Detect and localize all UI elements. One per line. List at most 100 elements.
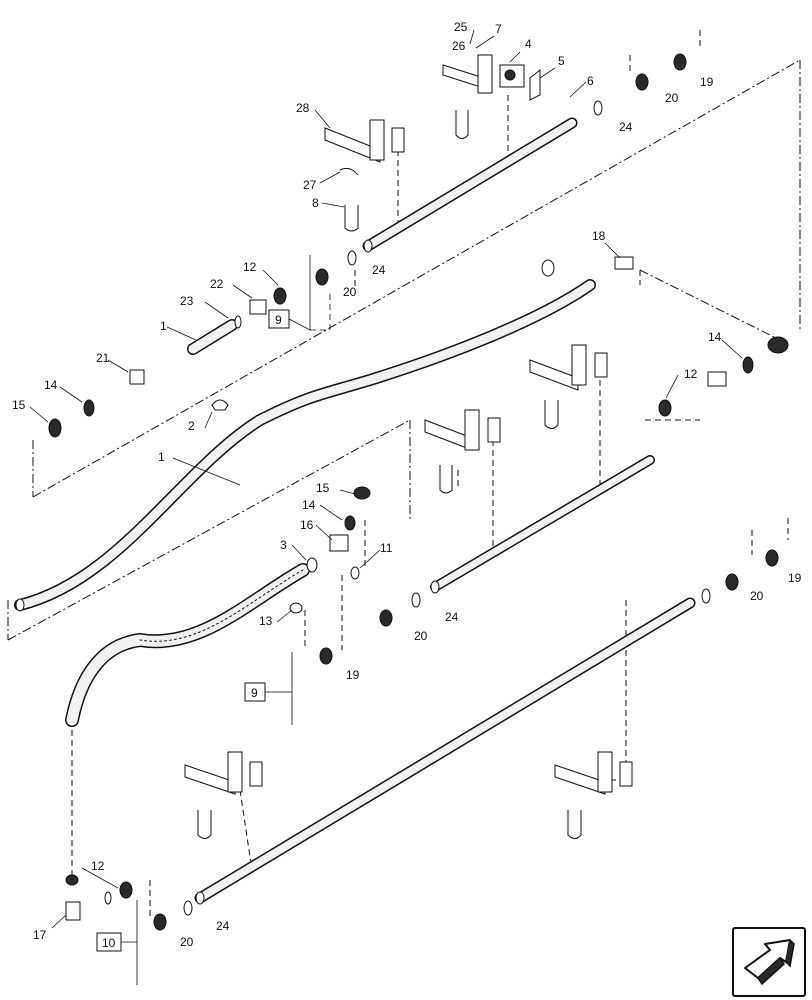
callout-23: 23	[180, 294, 194, 308]
callout-4: 4	[525, 37, 532, 51]
bracket-assembly-mid	[529, 344, 608, 429]
callout-2: 2	[188, 419, 195, 433]
nut-12-lower	[119, 881, 133, 899]
callout-12-upper: 12	[243, 260, 257, 274]
callout-1-short: 1	[160, 319, 167, 333]
callout-14-left: 14	[44, 378, 58, 392]
direction-arrow-icon	[732, 927, 806, 997]
callout-19-top: 19	[700, 75, 714, 89]
washer-24-upper	[347, 250, 357, 266]
callout-20-mid: 20	[414, 629, 428, 643]
washer-24-lower	[183, 900, 193, 916]
fitting-22	[249, 299, 267, 315]
callout-6: 6	[587, 74, 594, 88]
callout-1-long: 1	[158, 450, 165, 464]
callout-12-lower: 12	[91, 859, 105, 873]
clamp-14-mid	[344, 515, 356, 531]
callout-24-upper: 24	[372, 263, 386, 277]
nut-20-upper	[315, 268, 329, 286]
callout-5: 5	[558, 54, 565, 68]
callout-19-right: 19	[788, 571, 802, 585]
callout-14-right: 14	[708, 330, 722, 344]
callout-20-lower: 20	[180, 935, 194, 949]
nut-19-mid	[319, 647, 333, 665]
ref-box-9-upper-label: 9	[275, 313, 282, 327]
callout-24-mid: 24	[445, 610, 459, 624]
clamp-18-ring	[541, 259, 555, 277]
ring-11	[350, 566, 360, 580]
elbow-17	[65, 901, 81, 921]
callout-18: 18	[592, 229, 606, 243]
ref-box-9-lower: 9	[244, 652, 293, 725]
tube-lower-long	[194, 597, 696, 905]
callout-8: 8	[312, 196, 319, 210]
bracket-assembly-lower-right	[554, 751, 633, 839]
callout-25: 25	[454, 20, 468, 34]
callout-21: 21	[96, 351, 110, 365]
ref-box-10-label: 10	[102, 936, 116, 950]
callout-28: 28	[296, 101, 310, 115]
tube-middle-right	[430, 455, 655, 594]
callout-7: 7	[495, 22, 502, 36]
center-lines	[7, 59, 801, 641]
callout-20-upper: 20	[343, 285, 357, 299]
callout-13: 13	[259, 614, 273, 628]
callout-15-mid: 15	[316, 481, 330, 495]
callout-15-left: 15	[12, 398, 26, 412]
clamp-part-4	[499, 64, 541, 101]
callout-labels: 25 26 7 4 5 6 19 20 24 28 27 8 18 24 12 …	[12, 20, 802, 949]
tee-16	[329, 534, 349, 552]
washer-lower	[104, 891, 112, 905]
ref-box-10: 10	[96, 900, 138, 985]
nut-12-right	[658, 399, 672, 417]
washer-24-mid	[411, 592, 421, 608]
callout-24-top: 24	[619, 120, 633, 134]
washer-24-right	[701, 588, 711, 604]
callout-3: 3	[280, 538, 287, 552]
nut-12-upper	[273, 287, 287, 305]
bracket-assembly-lower-left	[184, 751, 263, 839]
tube-short-23	[187, 319, 238, 355]
leader-lines	[71, 30, 789, 920]
callout-17: 17	[33, 928, 47, 942]
callout-19-mid: 19	[346, 668, 360, 682]
fittings	[48, 53, 789, 931]
hose-corrugated	[65, 563, 310, 727]
clamp-2	[211, 399, 229, 411]
callout-22: 22	[210, 277, 224, 291]
tube-upper	[362, 117, 578, 253]
nut-20-top	[635, 73, 649, 91]
callout-27: 27	[303, 178, 317, 192]
ring-13	[289, 602, 303, 614]
tee-right	[767, 336, 789, 354]
callout-14-mid: 14	[302, 498, 316, 512]
elbow-18	[614, 256, 634, 270]
callout-20-top: 20	[665, 91, 679, 105]
clamp-15-mid	[353, 486, 371, 500]
callout-leaders	[29, 29, 743, 929]
callout-11: 11	[380, 541, 393, 555]
clamp-14-left	[83, 399, 95, 417]
nut-19-top	[673, 53, 687, 71]
ref-box-9-lower-label: 9	[251, 686, 258, 700]
clamp-14-right	[742, 356, 754, 374]
clamp-17-top	[65, 874, 79, 886]
bracket-assembly-28	[324, 119, 405, 232]
callout-20-right: 20	[750, 589, 764, 603]
nut-20-lower	[153, 913, 167, 931]
ref-box-9-upper: 9	[268, 255, 331, 331]
washer-24-top	[593, 100, 603, 116]
bracket-assembly-top	[442, 54, 493, 139]
fitting-right-mid	[707, 371, 727, 387]
fitting-21	[129, 369, 145, 385]
clamp-15-left	[48, 418, 62, 438]
callout-26: 26	[452, 39, 466, 53]
ring-3	[306, 557, 318, 573]
bracket-assembly-mid-left	[424, 409, 501, 494]
nut-20-mid	[379, 609, 393, 627]
callout-24-lower: 24	[216, 919, 230, 933]
ring-1-short	[234, 315, 242, 329]
nut-19-right	[765, 549, 779, 567]
